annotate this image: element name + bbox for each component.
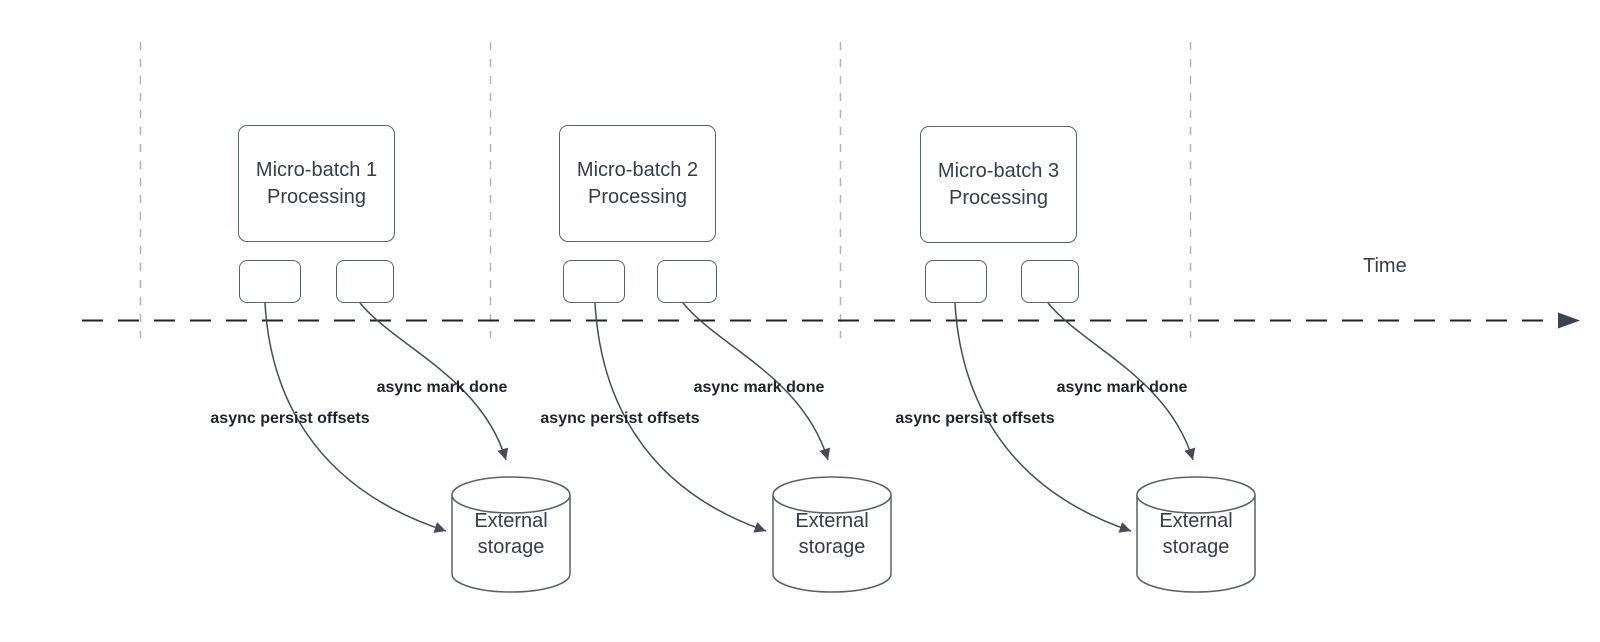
processing-box-2: Micro-batch 2 Processing <box>559 125 716 242</box>
external-storage-label-1-line1: External <box>474 510 548 532</box>
external-storage-label-1: External storage <box>474 508 547 560</box>
mark-done-arrow-1 <box>359 302 509 461</box>
processing-box-3-label-line2: Processing <box>949 186 1048 209</box>
done-source-box-2 <box>657 260 717 303</box>
external-storage-label-1-line2: storage <box>477 536 545 558</box>
external-storage-label-3-line1: External <box>1159 510 1233 532</box>
done-source-box-1 <box>336 260 394 303</box>
processing-box-1: Micro-batch 1 Processing <box>238 125 395 242</box>
mark-done-label-2: async mark done <box>693 379 825 396</box>
time-axis-arrowhead-icon <box>1558 312 1580 329</box>
persist-source-box-1 <box>239 260 301 303</box>
processing-box-3: Micro-batch 3 Processing <box>920 126 1077 243</box>
processing-box-1-label-line1: Micro-batch 1 <box>255 158 378 181</box>
mark-done-label-3: async mark done <box>1056 379 1188 396</box>
external-storage-label-2: External storage <box>795 508 868 560</box>
mark-done-label-1: async mark done <box>376 379 508 396</box>
processing-box-2-label-line1: Micro-batch 2 <box>576 158 699 181</box>
external-storage-label-2-line1: External <box>795 510 869 532</box>
persist-offsets-label-1: async persist offsets <box>210 410 370 427</box>
persist-offsets-arrow-2 <box>594 302 767 533</box>
processing-box-2-label-line2: Processing <box>588 185 687 208</box>
persist-offsets-label-3: async persist offsets <box>895 410 1055 427</box>
mark-done-arrow-2 <box>682 302 831 461</box>
persist-offsets-label-2: async persist offsets <box>540 410 700 427</box>
external-storage-cylinder-3 <box>1136 476 1256 593</box>
external-storage-cylinder-2 <box>772 476 892 593</box>
persist-offsets-arrow-1 <box>264 302 447 533</box>
time-label: Time <box>1363 255 1407 277</box>
processing-box-3-label-line1: Micro-batch 3 <box>937 159 1060 182</box>
external-storage-label-3: External storage <box>1159 508 1232 560</box>
external-storage-cylinder-1 <box>451 476 571 593</box>
external-storage-label-3-line2: storage <box>1162 536 1230 558</box>
processing-box-1-label-line2: Processing <box>267 185 366 208</box>
persist-source-box-3 <box>925 260 987 303</box>
persist-source-box-2 <box>563 260 625 303</box>
persist-offsets-arrow-3 <box>954 302 1132 533</box>
external-storage-label-2-line2: storage <box>798 536 866 558</box>
done-source-box-3 <box>1021 260 1079 303</box>
mark-done-arrow-3 <box>1047 302 1196 461</box>
